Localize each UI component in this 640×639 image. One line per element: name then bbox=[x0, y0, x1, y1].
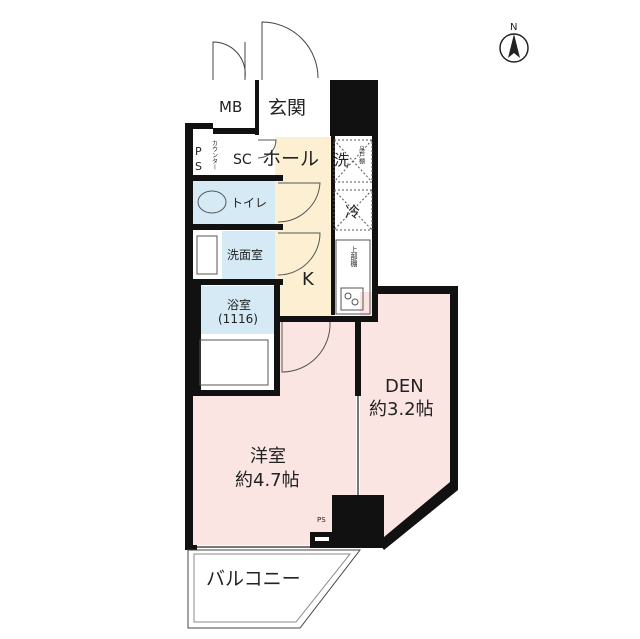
walls bbox=[185, 80, 458, 550]
entrance-label: 玄関 bbox=[268, 97, 306, 119]
washer-label: 洗 bbox=[334, 151, 349, 169]
ps-bottom-label: PS bbox=[317, 516, 326, 524]
western-room-area bbox=[193, 322, 356, 545]
den-size-label: 約3.2帖 bbox=[369, 399, 434, 420]
ps-slot bbox=[315, 537, 329, 541]
north-compass-icon bbox=[499, 33, 529, 63]
western-room-label: 洋室 bbox=[250, 446, 286, 467]
bath-label: 浴室 bbox=[227, 297, 251, 312]
kitchen-label: K bbox=[302, 269, 315, 290]
toilet-area bbox=[193, 180, 275, 225]
upper-shelf-label: 上部棚 bbox=[350, 245, 358, 268]
door-swings bbox=[257, 139, 331, 373]
stove-icon bbox=[340, 287, 364, 311]
balcony-outline bbox=[187, 549, 362, 629]
bath-area bbox=[200, 286, 275, 334]
den-area bbox=[360, 292, 452, 545]
ps-label-s: S bbox=[195, 160, 202, 173]
mb-label: MB bbox=[219, 98, 242, 116]
ps-label-p: P bbox=[195, 145, 202, 158]
sc-label: SC bbox=[233, 152, 252, 168]
bath-size-label: (1116) bbox=[218, 312, 258, 326]
toilet-label: トイレ bbox=[231, 196, 267, 210]
washroom-area bbox=[222, 231, 275, 279]
fridge-space-icon bbox=[333, 189, 373, 231]
washroom-label: 洗面室 bbox=[227, 247, 263, 262]
bathtub-icon bbox=[199, 339, 269, 386]
hall-label: ホール bbox=[262, 148, 319, 170]
compass-label: N bbox=[510, 22, 517, 33]
hall-kitchen-area bbox=[275, 137, 331, 319]
counter-label: カウンター bbox=[211, 140, 218, 170]
western-room-size-label: 約4.7帖 bbox=[235, 470, 300, 491]
hanging-cabinet-label: 吊戸棚 bbox=[358, 146, 365, 165]
den-label: DEN bbox=[385, 376, 424, 397]
sink-icon bbox=[196, 235, 218, 275]
fridge-label: 冷 bbox=[345, 203, 360, 221]
balcony-label: バルコニー bbox=[206, 568, 301, 590]
kitchen-counter bbox=[335, 239, 371, 315]
toilet-icon bbox=[197, 190, 227, 214]
entrance-door-icon bbox=[212, 21, 319, 80]
